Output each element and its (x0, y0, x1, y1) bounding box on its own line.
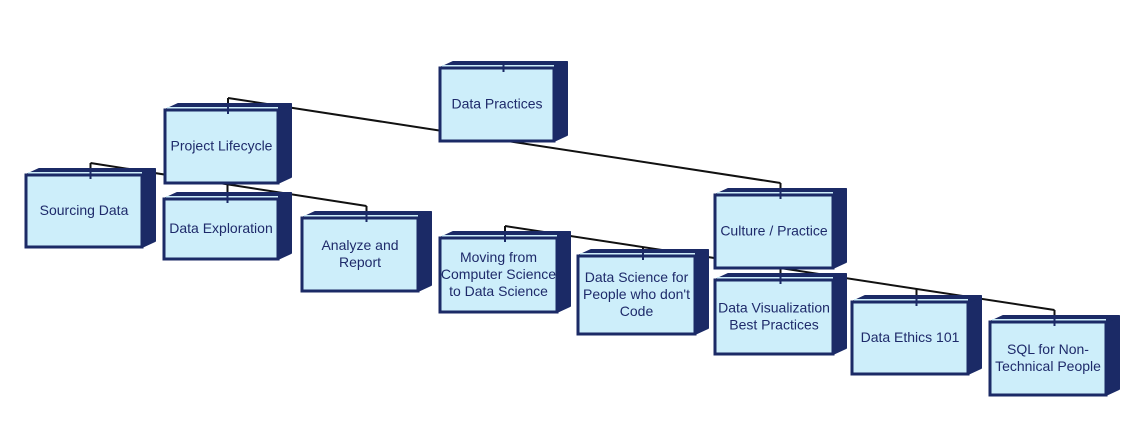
box-side (553, 61, 568, 142)
box-sourcing-data: Sourcing Data (24, 168, 156, 249)
box-sql-non-technical: SQL for Non-Technical People (988, 315, 1120, 397)
box-face (163, 108, 280, 185)
box-face (713, 278, 835, 356)
box-face (438, 66, 556, 143)
box-data-practices: Data Practices (438, 61, 568, 143)
box-face (300, 216, 420, 293)
box-side (694, 249, 709, 335)
box-face (713, 193, 835, 270)
box-label-line: Computer Science (441, 266, 556, 282)
box-culture-practice: Culture / Practice (713, 188, 847, 270)
box-face (988, 320, 1108, 397)
box-label-project-lifecycle: Project Lifecycle (171, 137, 273, 153)
box-side (1105, 315, 1120, 396)
box-data-ethics-101: Data Ethics 101 (850, 295, 982, 376)
box-side (967, 295, 982, 375)
box-data-exploration: Data Exploration (162, 192, 292, 261)
box-label-line: Data Practices (451, 95, 542, 111)
box-face (162, 197, 280, 261)
box-face (850, 300, 970, 376)
box-label-line: Project Lifecycle (171, 137, 273, 153)
box-label-data-ethics-101: Data Ethics 101 (861, 329, 960, 345)
box-label-line: Technical People (995, 358, 1101, 374)
box-label-line: Data Ethics 101 (861, 329, 960, 345)
box-label-sql-non-technical: SQL for Non-Technical People (995, 341, 1101, 374)
box-label-line: Moving from (460, 249, 537, 265)
box-side (417, 211, 432, 292)
box-project-lifecycle: Project Lifecycle (163, 103, 292, 185)
box-side (832, 188, 847, 269)
box-label-data-exploration: Data Exploration (169, 220, 273, 236)
box-label-line: Data Science for (585, 269, 689, 285)
box-label-line: SQL for Non- (1007, 341, 1089, 357)
box-label-sourcing-data: Sourcing Data (40, 202, 129, 218)
box-side (277, 192, 292, 260)
box-label-line: People who don't (583, 286, 690, 302)
box-label-line: Culture / Practice (720, 222, 828, 238)
box-label-line: to Data Science (449, 283, 548, 299)
box-side (832, 273, 847, 355)
box-label-line: Data Exploration (169, 220, 273, 236)
box-face (576, 254, 697, 336)
box-face (24, 173, 144, 249)
box-label-culture-practice: Culture / Practice (720, 222, 828, 238)
box-side (277, 103, 292, 184)
box-label-line: Analyze and (321, 237, 398, 253)
box-side (141, 168, 156, 248)
box-side (556, 231, 571, 313)
box-label-line: Data Visualization (718, 299, 830, 315)
box-label-data-practices: Data Practices (451, 95, 542, 111)
box-label-line: Sourcing Data (40, 202, 129, 218)
box-label-line: Best Practices (729, 316, 818, 332)
box-label-line: Code (620, 303, 654, 319)
box-face (438, 236, 559, 314)
box-label-line: Report (339, 254, 381, 270)
